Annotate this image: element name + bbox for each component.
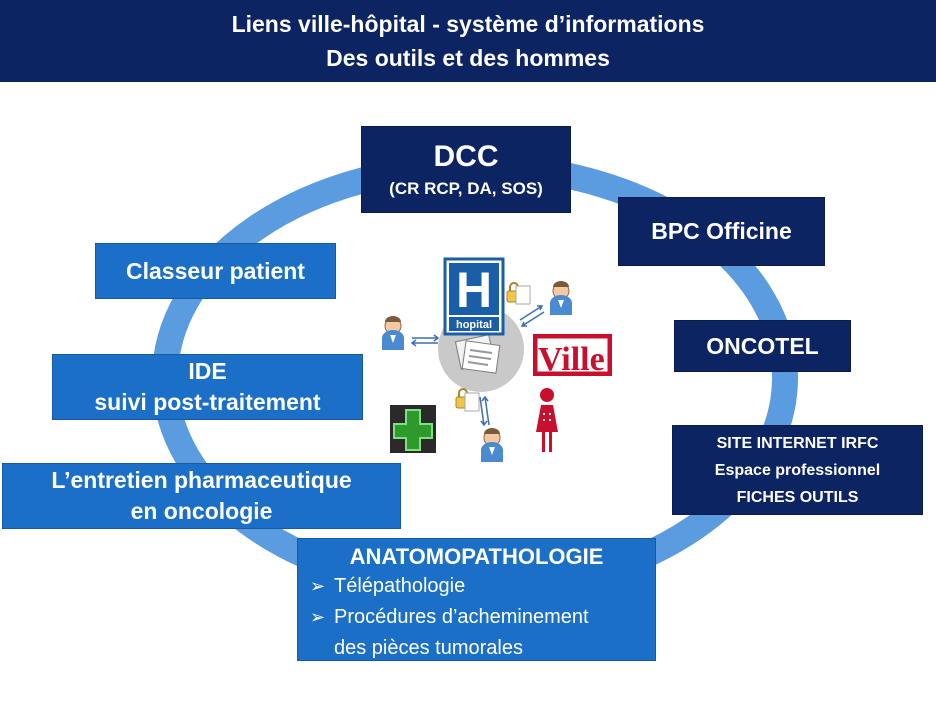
title-banner: Liens ville-hôpital - système d’informat… (0, 0, 936, 82)
hospital-label: hopital (456, 319, 492, 331)
lock-icon (506, 282, 531, 305)
doctor-icon-3 (481, 428, 503, 462)
hospital-icon: H hopital (443, 257, 505, 336)
list-item: ➢Procédures d’acheminement (310, 602, 655, 633)
ide-line-1: IDE (188, 358, 227, 384)
entretien-pharmaceutique-box: L’entretien pharmaceutique en oncologie (2, 463, 401, 529)
site-internet-box: SITE INTERNET IRFC Espace professionnel … (672, 425, 923, 515)
dcc-box: DCC (CR RCP, DA, SOS) (361, 126, 571, 213)
dcc-title: DCC (433, 139, 499, 173)
title-line-1: Liens ville-hôpital - système d’informat… (231, 11, 705, 37)
pharmacy-cross-icon (390, 405, 436, 453)
lock-icon-2 (455, 388, 480, 412)
oncotel-label: ONCOTEL (706, 332, 819, 359)
nurse-icon (536, 388, 558, 452)
oncotel-box: ONCOTEL (674, 320, 851, 372)
site-line-3: FICHES OUTILS (736, 488, 859, 506)
anatomopathologie-box: ANATOMOPATHOLOGIE ➢Télépathologie ➢Procé… (297, 538, 656, 661)
entretien-line-1: L’entretien pharmaceutique (51, 467, 352, 493)
dcc-subtitle: (CR RCP, DA, SOS) (389, 178, 543, 198)
ide-box: IDE suivi post-traitement (52, 354, 363, 420)
list-item: ➢Télépathologie (310, 571, 655, 602)
hospital-letter: H (456, 262, 492, 318)
title-line-2: Des outils et des hommes (326, 45, 610, 71)
anatomopathologie-list: ➢Télépathologie ➢Procédures d’achemineme… (298, 571, 655, 664)
site-line-1: SITE INTERNET IRFC (716, 434, 879, 452)
site-line-2: Espace professionnel (714, 461, 881, 479)
arrow-bullet-icon: ➢ (310, 576, 326, 596)
exchange-arrows (410, 305, 545, 427)
document-icon (454, 334, 501, 374)
list-item: des pièces tumorales (334, 637, 523, 659)
bpc-officine-box: BPC Officine (618, 197, 825, 266)
classeur-patient-box: Classeur patient (95, 243, 336, 299)
entretien-line-2: en oncologie (130, 498, 273, 524)
anatomopathologie-title: ANATOMOPATHOLOGIE (349, 544, 604, 569)
classeur-patient-label: Classeur patient (126, 257, 305, 284)
doctor-icon (382, 316, 404, 350)
arrow-bullet-icon: ➢ (310, 607, 326, 627)
bpc-officine-label: BPC Officine (651, 218, 792, 244)
doctor-icon-2 (550, 281, 572, 315)
ville-logo: Ville (533, 334, 612, 378)
ville-label: Ville (538, 341, 605, 378)
ide-line-2: suivi post-traitement (94, 389, 321, 415)
